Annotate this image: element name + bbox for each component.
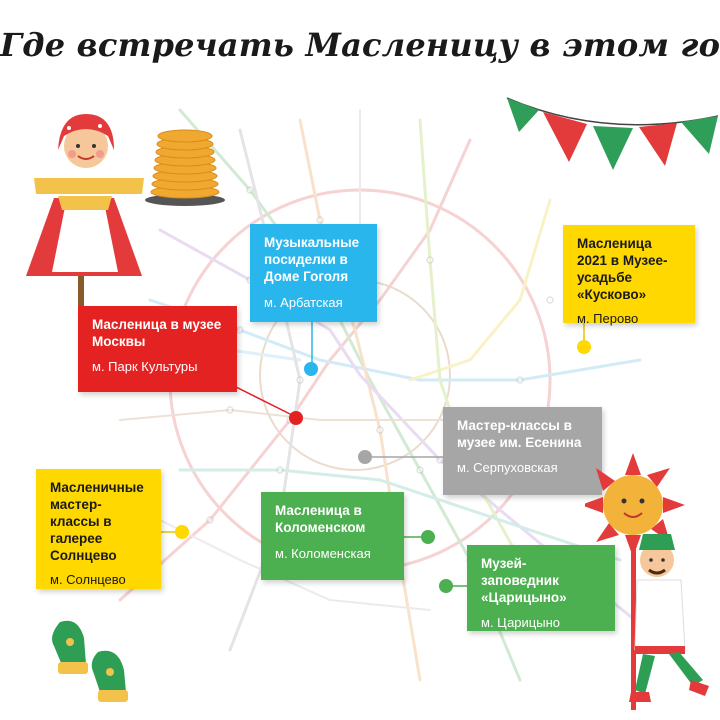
scarecrow-icon (26, 114, 144, 306)
event-name: Масленичные мастер-классы в галерее Солн… (50, 480, 144, 563)
station-marker-solntsevo (175, 525, 189, 539)
mittens-icon (52, 620, 128, 702)
event-card-kolomenskoe[interactable]: Масленица в Коломенском м. Коломенская (261, 492, 404, 580)
station-marker-arbatskaya (304, 362, 318, 376)
event-station: м. Перово (577, 311, 639, 326)
event-station: м. Царицыно (481, 615, 560, 630)
event-name: Мастер-классы в музее им. Есенина (457, 418, 582, 450)
sun-mascot-icon (585, 453, 709, 710)
station-marker-serpukhovskaya (358, 450, 372, 464)
metro-line-yellow (408, 198, 552, 382)
station-marker-park-kultury (289, 411, 303, 425)
event-name: Масленица в Коломенском (275, 503, 366, 535)
metro-line-orange (298, 118, 422, 682)
event-card-kuskovo[interactable]: Масленица 2021 в Музее-усадьбе «Кусково»… (563, 225, 695, 326)
event-station: м. Солнцево (50, 572, 126, 587)
event-card-gogol[interactable]: Музыкальные посиделки в Доме Гоголя м. А… (250, 224, 377, 322)
event-card-moscow-museum[interactable]: Масленица в музее Москвы м. Парк Культур… (78, 306, 237, 392)
event-name: Масленица в музее Москвы (92, 317, 222, 349)
event-name: Музей-заповедник «Царицыно» (481, 556, 567, 605)
pancake-stack-icon (145, 129, 225, 206)
event-station: м. Коломенская (275, 546, 371, 561)
metro-line-teal (178, 468, 622, 562)
station-marker-kolomenskaya (421, 530, 435, 544)
event-station: м. Серпуховская (457, 460, 558, 475)
event-station: м. Арбатская (264, 295, 343, 310)
event-card-esenin[interactable]: Мастер-классы в музее им. Есенина м. Сер… (443, 407, 602, 495)
metro-line-gray3 (159, 519, 431, 611)
event-name: Масленица 2021 в Музее-усадьбе «Кусково» (577, 236, 668, 302)
connector-moscow-museum (227, 382, 297, 418)
page-title: Где встречать Масленицу в этом году (0, 26, 720, 64)
event-card-tsaritsyno[interactable]: Музей-заповедник «Царицыно» м. Царицыно (467, 545, 615, 631)
metro-line-lime (418, 118, 522, 562)
event-station: м. Парк Культуры (92, 359, 198, 374)
metro-line-red (118, 138, 472, 602)
event-name: Музыкальные посиделки в Доме Гоголя (264, 235, 360, 284)
station-marker-perovo (577, 340, 591, 354)
station-marker-tsaritsyno (439, 579, 453, 593)
event-card-solntsevo[interactable]: Масленичные мастер-классы в галерее Солн… (36, 469, 161, 589)
bunting-flags-icon (506, 97, 719, 170)
